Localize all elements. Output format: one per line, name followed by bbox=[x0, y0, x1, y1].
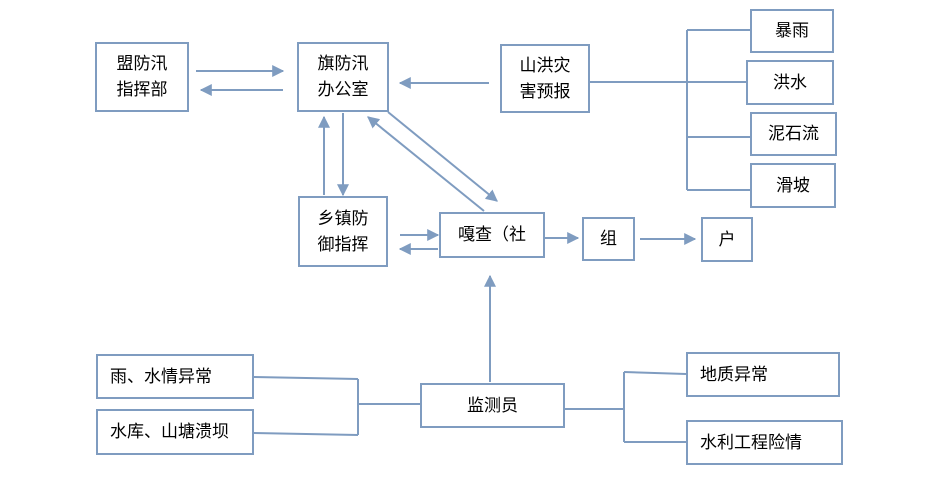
node-gacha: 嘎查（社 bbox=[439, 212, 545, 258]
node-monitor: 监测员 bbox=[420, 383, 565, 428]
node-rain-water-anomaly-label: 雨、水情异常 bbox=[110, 366, 212, 387]
node-township-command-label: 乡镇防 御指挥 bbox=[317, 208, 369, 255]
node-landslide: 滑坡 bbox=[750, 163, 836, 208]
node-rainstorm-label: 暴雨 bbox=[775, 21, 809, 41]
node-gacha-label: 嘎查（社 bbox=[458, 225, 526, 245]
arrow-gacha-to-office bbox=[367, 116, 485, 212]
node-rain-water-anomaly: 雨、水情异常 bbox=[96, 354, 254, 399]
node-banner-office-label: 旗防汛 办公室 bbox=[317, 54, 369, 100]
node-flood-warning: 山洪灾 害预报 bbox=[500, 44, 590, 113]
node-mudslide-label: 泥石流 bbox=[768, 124, 819, 144]
node-rainstorm: 暴雨 bbox=[750, 9, 834, 53]
node-household-label: 户 bbox=[718, 229, 736, 250]
link-reservoir-breach bbox=[253, 432, 359, 436]
node-group-label: 组 bbox=[600, 229, 617, 249]
node-water-project-danger: 水利工程险情 bbox=[686, 420, 843, 465]
node-household: 户 bbox=[701, 217, 753, 262]
node-geo-anomaly: 地质异常 bbox=[686, 352, 840, 397]
node-reservoir-breach-label: 水库、山塘溃坝 bbox=[110, 422, 229, 442]
node-landslide-label: 滑坡 bbox=[776, 175, 810, 196]
node-league-hq-label: 盟防汛 指挥部 bbox=[116, 54, 168, 100]
node-reservoir-breach: 水库、山塘溃坝 bbox=[96, 409, 254, 455]
node-flood-label: 洪水 bbox=[773, 72, 807, 93]
arrow-office-to-gacha bbox=[387, 111, 498, 202]
node-township-command: 乡镇防 御指挥 bbox=[298, 196, 388, 267]
node-geo-anomaly-label: 地质异常 bbox=[700, 364, 768, 385]
node-monitor-label: 监测员 bbox=[467, 395, 518, 416]
node-flood-warning-label: 山洪灾 害预报 bbox=[519, 55, 571, 102]
node-mudslide: 泥石流 bbox=[750, 112, 837, 156]
node-league-hq: 盟防汛 指挥部 bbox=[95, 42, 189, 112]
link-geo-anomaly bbox=[623, 371, 687, 375]
node-flood: 洪水 bbox=[746, 60, 834, 105]
node-water-project-danger-label: 水利工程险情 bbox=[700, 432, 802, 453]
node-banner-office: 旗防汛 办公室 bbox=[297, 42, 389, 112]
node-group: 组 bbox=[582, 217, 635, 261]
link-rain-anomaly bbox=[253, 376, 359, 380]
